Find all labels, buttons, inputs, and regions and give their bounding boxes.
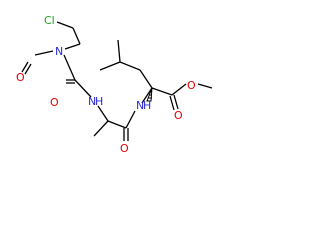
bond-alpha-ester-c — [151, 87, 173, 96]
atom-h-amide: H — [143, 99, 151, 112]
bond-o-ch3 — [197, 83, 213, 89]
bond-nh-ch — [97, 105, 109, 122]
atom-h-urea: H — [95, 95, 103, 108]
atom-n-urea: N — [88, 95, 96, 108]
bond-ch2-ch2 — [72, 27, 81, 45]
bond-ch-ch3 — [93, 120, 109, 137]
atom-cl: Cl — [44, 14, 55, 27]
bond-ester-c-o — [171, 83, 187, 96]
bond-carbonyl-nh — [74, 79, 92, 98]
bond-n-o-2 — [24, 63, 32, 75]
bond-ch2-ch — [119, 61, 141, 71]
single-bonds — [34, 21, 213, 137]
bond-ester-co-1 — [169, 95, 175, 111]
atom-o-urea: O — [50, 96, 59, 109]
atom-n-nitroso: N — [55, 45, 63, 58]
atom-o-nitroso: O — [16, 71, 25, 84]
bond-ch-ch3-b — [117, 39, 121, 63]
atom-o-ester-single: O — [187, 79, 196, 92]
atom-o-amide: O — [120, 142, 129, 155]
bond-n-n — [34, 50, 54, 56]
bond-ch-amide-c — [107, 120, 127, 129]
atom-labels: Cl N O O N H N H O O O — [16, 14, 196, 155]
molecule-structure: Cl N O O N H N H O O O — [16, 14, 213, 155]
bond-n-o-1 — [21, 61, 29, 73]
bond-ch-ch3-a — [99, 61, 121, 71]
double-bonds — [21, 61, 179, 141]
atom-o-ester-double: O — [174, 109, 183, 122]
bond-nh-alpha — [141, 87, 153, 104]
atom-n-amide: N — [136, 99, 144, 112]
bond-ester-co-2 — [173, 94, 179, 110]
bond-n-carbonyl — [63, 54, 76, 81]
stereo-hash-lines — [148, 91, 152, 99]
bond-ch2-n — [64, 43, 81, 50]
bond-alpha-ch2 — [139, 69, 153, 89]
bond-amide-c-nh — [125, 110, 136, 129]
bond-cl-ch2 — [56, 21, 74, 29]
